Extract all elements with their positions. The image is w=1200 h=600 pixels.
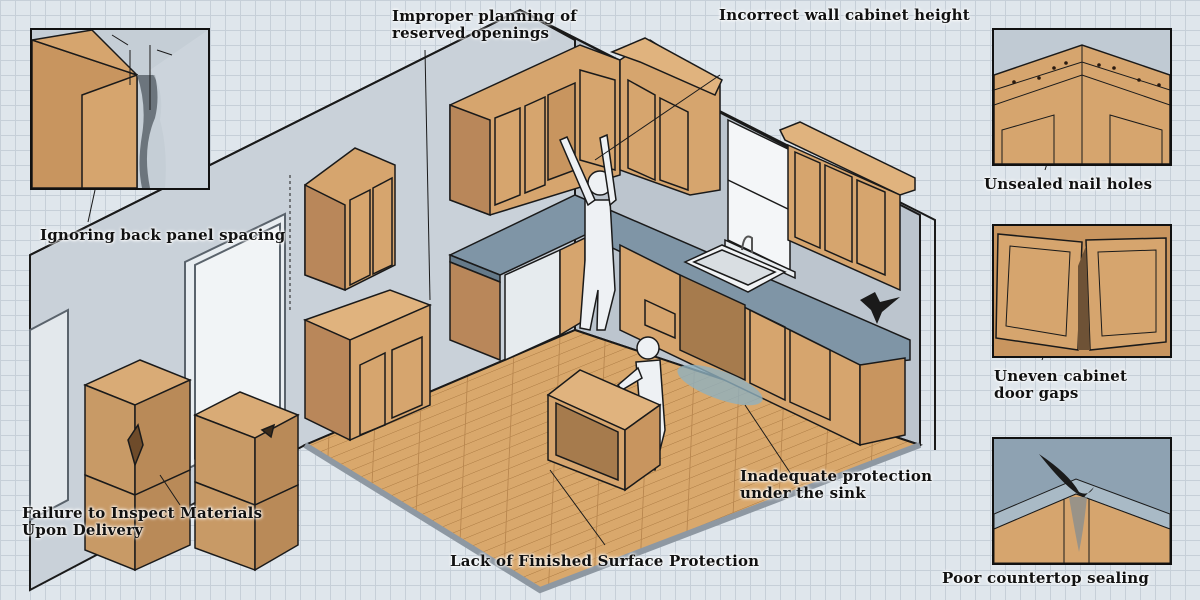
base-cabinets bbox=[449, 236, 906, 447]
label-poor-countertop-sealing: Poor countertop sealing bbox=[942, 569, 1150, 587]
door-gaps-inset bbox=[992, 224, 1172, 358]
label-lack-surface-protection: Lack of Finished Surface Protection bbox=[450, 552, 760, 570]
countertop-leak bbox=[860, 292, 900, 324]
label-improper-planning: Improper planning of reserved openings bbox=[392, 7, 577, 42]
person-reaching bbox=[559, 133, 617, 331]
wall-cabinet-left bbox=[304, 147, 396, 292]
label-back-panel-spacing: Ignoring back panel spacing bbox=[40, 226, 286, 244]
countertop-sealing-inset bbox=[992, 437, 1172, 565]
label-inadequate-sink-protection: Inadequate protection under the sink bbox=[740, 467, 933, 502]
cabinet-box-moving bbox=[546, 369, 662, 492]
sink bbox=[683, 235, 787, 293]
damaged-boxes bbox=[83, 359, 300, 572]
label-incorrect-height: Incorrect wall cabinet height bbox=[719, 6, 970, 24]
label-unsealed-nail-holes: Unsealed nail holes bbox=[984, 175, 1153, 193]
back-panel-spacing-inset bbox=[30, 28, 210, 190]
wall-cabinet-right bbox=[778, 121, 916, 292]
water-puddle bbox=[677, 364, 763, 406]
base-cabinet-left bbox=[302, 289, 432, 442]
nail-holes-inset bbox=[992, 28, 1172, 166]
label-uneven-door-gaps: Uneven cabinet door gaps bbox=[994, 367, 1128, 402]
label-inspect-materials: Failure to Inspect Materials Upon Delive… bbox=[22, 504, 263, 539]
